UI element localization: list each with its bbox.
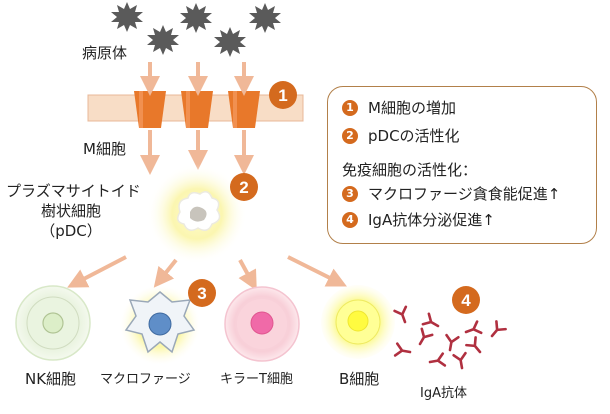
pdc-cell xyxy=(147,164,247,264)
legend-text: M細胞の増加 xyxy=(368,99,456,117)
legend-box: 1 M細胞の増加 2 pDCの活性化 免疫細胞の活性化： 3 マクロファージ貪食… xyxy=(327,86,597,244)
legend-text: IgA抗体分泌促進↑ xyxy=(368,211,495,229)
arrow xyxy=(238,259,257,291)
label-killer-t: キラーT細胞 xyxy=(220,372,293,387)
step-badge-1: 1 xyxy=(269,81,297,109)
label-pdc-line3: （pDC） xyxy=(40,222,102,240)
badge-number: 2 xyxy=(239,178,248,197)
pathogen-group xyxy=(111,2,281,57)
arrow xyxy=(153,258,178,288)
legend-item-4: 4 IgA抗体分泌促進↑ xyxy=(342,209,495,230)
label-pdc-line1: プラズマサイトイド xyxy=(6,182,141,200)
legend-text: マクロファージ貪食能促進↑ xyxy=(368,185,561,203)
label-nk-cell: NK細胞 xyxy=(25,370,77,388)
legend-number: 3 xyxy=(342,185,358,202)
pathogen-icon xyxy=(214,27,246,57)
pathogen-icon xyxy=(111,2,143,32)
legend-item-3: 3 マクロファージ貪食能促進↑ xyxy=(342,183,560,204)
legend-text: pDCの活性化 xyxy=(368,127,460,145)
iga-antibodies xyxy=(393,305,507,370)
badge-number: 1 xyxy=(278,86,287,105)
label-m-cell: M細胞 xyxy=(83,140,126,158)
legend-item-1: 1 M細胞の増加 xyxy=(342,97,456,118)
legend-item-2: 2 pDCの活性化 xyxy=(342,125,460,146)
legend-heading-text: 免疫細胞の活性化： xyxy=(342,161,478,179)
b-cell xyxy=(321,285,395,359)
m-cell-channel xyxy=(181,91,213,128)
step-badge-3: 3 xyxy=(188,279,216,307)
label-pdc-line2: 樹状細胞 xyxy=(40,202,101,220)
m-cell-channel xyxy=(228,91,260,128)
label-iga: IgA抗体 xyxy=(420,386,467,401)
label-macrophage: マクロファージ xyxy=(100,372,191,387)
step-badge-4: 4 xyxy=(452,286,480,314)
macrophage-cell xyxy=(120,285,200,365)
pathogen-icon xyxy=(249,3,281,33)
legend-number: 4 xyxy=(342,211,358,228)
pathogen-icon xyxy=(180,3,212,33)
arrow xyxy=(67,255,127,288)
badge-number: 4 xyxy=(461,291,471,310)
nk-cell xyxy=(15,285,91,361)
pathogen-icon xyxy=(147,25,179,55)
label-pathogen: 病原体 xyxy=(82,44,128,62)
legend-number: 2 xyxy=(342,127,358,144)
killer-t-cell xyxy=(224,286,300,362)
arrows xyxy=(67,62,347,291)
m-cell-channels xyxy=(134,91,260,128)
step-badge-2: 2 xyxy=(230,173,258,201)
m-cell-channel xyxy=(134,91,166,128)
badge-number: 3 xyxy=(197,284,206,303)
arrow xyxy=(287,255,347,287)
legend-heading: 免疫細胞の活性化： xyxy=(342,159,477,180)
legend-number: 1 xyxy=(342,99,358,116)
label-b-cell: B細胞 xyxy=(339,370,380,388)
